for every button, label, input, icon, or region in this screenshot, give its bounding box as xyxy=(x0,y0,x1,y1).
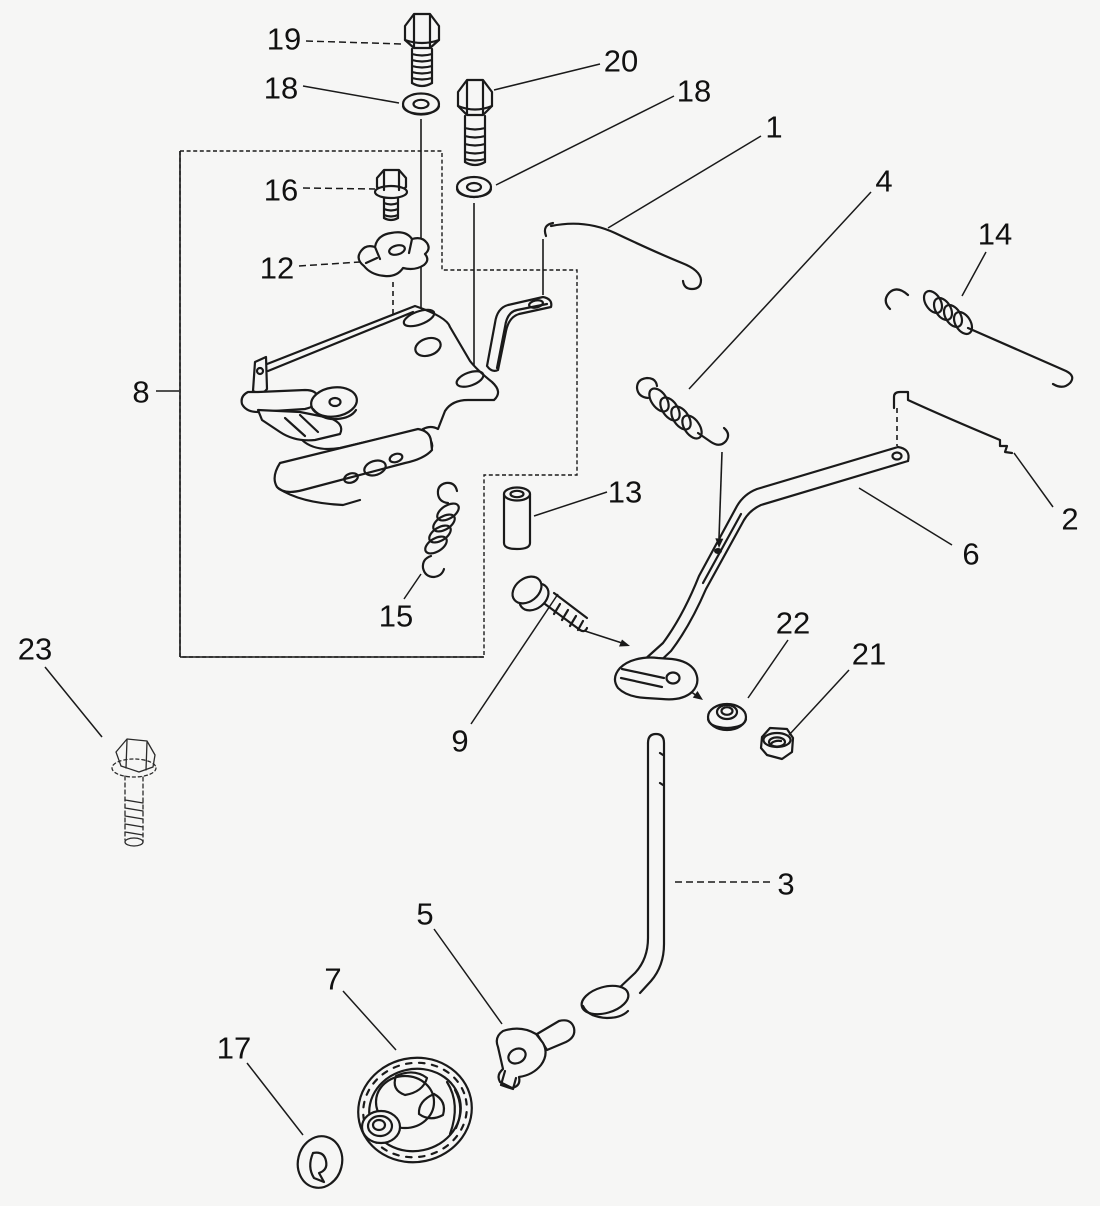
callout-number: 6 xyxy=(962,537,979,572)
part-3-cross-shaft xyxy=(580,732,666,1020)
callout-22-15: 22 xyxy=(747,606,810,699)
callout-number: 23 xyxy=(18,632,52,667)
callout-number: 5 xyxy=(416,897,433,932)
callout-leader-line xyxy=(961,251,987,297)
callout-leader-line xyxy=(493,63,601,91)
part-21-hex-nut xyxy=(759,726,795,761)
part-12-clip-bracket xyxy=(357,231,430,278)
callout-leader-line xyxy=(858,487,953,546)
callout-number: 21 xyxy=(852,637,886,672)
callout-number: 18 xyxy=(677,74,711,109)
callout-2-10: 2 xyxy=(1013,452,1079,537)
part-16-flange-bolt xyxy=(373,168,409,222)
part-6-governor-lever xyxy=(613,445,910,701)
callout-1-7: 1 xyxy=(607,110,783,229)
callout-23-17: 23 xyxy=(18,632,103,738)
callout-9-14: 9 xyxy=(451,593,559,759)
callout-number: 13 xyxy=(608,475,642,510)
callout-leader-line xyxy=(495,95,675,186)
callout-leader-line xyxy=(246,1062,304,1136)
callout-number: 16 xyxy=(264,173,298,208)
callout-18-1: 18 xyxy=(264,71,400,106)
part-8-control-bracket xyxy=(240,295,553,507)
part-18-washer-left xyxy=(401,92,441,116)
callout-15-13: 15 xyxy=(379,573,422,634)
callout-17-21: 17 xyxy=(217,1031,304,1136)
part-9-shoulder-screw xyxy=(511,575,589,633)
callout-leader-line xyxy=(433,928,503,1025)
callout-number: 14 xyxy=(978,217,1012,252)
callout-leader-line xyxy=(302,187,376,190)
callout-leader-line xyxy=(747,639,789,699)
callout-leader-line xyxy=(1013,452,1054,508)
callout-leader-line xyxy=(533,491,608,517)
callout-leader-line xyxy=(305,40,403,45)
part-7-governor-gear xyxy=(357,1056,473,1164)
callout-number: 1 xyxy=(765,110,782,145)
callout-number: 18 xyxy=(264,71,298,106)
callout-6-11: 6 xyxy=(858,487,980,572)
part-2-link-wire xyxy=(892,390,1014,455)
callout-number: 3 xyxy=(777,867,794,902)
part-20-hex-bolt xyxy=(456,78,494,167)
callout-number: 15 xyxy=(379,599,413,634)
callout-14-9: 14 xyxy=(961,217,1012,297)
callout-20-2: 20 xyxy=(493,44,638,91)
part-8-boundary-box xyxy=(179,150,578,658)
part-18-washer-right xyxy=(455,175,493,199)
callout-leader-line xyxy=(44,666,103,738)
callout-4-8: 4 xyxy=(688,164,893,390)
callout-leader-line xyxy=(403,573,422,600)
callout-number: 2 xyxy=(1061,502,1078,537)
callout-5-19: 5 xyxy=(416,897,503,1025)
callout-3-18: 3 xyxy=(674,867,795,902)
callout-number: 12 xyxy=(260,251,294,286)
callout-8-6: 8 xyxy=(132,375,179,410)
callout-number: 4 xyxy=(875,164,892,199)
callout-number: 9 xyxy=(451,724,468,759)
part-19-hex-bolt xyxy=(403,12,441,88)
callout-leader-line xyxy=(470,593,559,725)
callout-leader-line xyxy=(342,990,397,1051)
callout-leader-line xyxy=(302,85,400,104)
part-5-shaft-cam xyxy=(495,1019,576,1091)
callout-leader-line xyxy=(788,669,850,736)
part-14-spring xyxy=(884,288,1074,388)
part-13-spacer xyxy=(502,486,532,551)
callout-18-3: 18 xyxy=(495,74,711,186)
callout-12-5: 12 xyxy=(260,251,361,286)
part-22-bushing-washer xyxy=(706,702,748,732)
callout-number: 8 xyxy=(132,375,149,410)
callout-number: 7 xyxy=(324,962,341,997)
callout-number: 20 xyxy=(604,44,638,79)
part-17-drive-disc xyxy=(296,1135,344,1189)
callout-13-12: 13 xyxy=(533,475,642,517)
callout-leader-line xyxy=(607,135,762,229)
callout-number: 17 xyxy=(217,1031,251,1066)
part-1-link-wire xyxy=(543,221,703,291)
callout-number: 22 xyxy=(776,606,810,641)
part-15-spring xyxy=(421,481,460,579)
callout-16-4: 16 xyxy=(264,173,376,208)
callout-7-20: 7 xyxy=(324,962,397,1051)
callout-leader-line xyxy=(688,191,872,390)
part-4-spring xyxy=(635,376,730,446)
part-23-hex-bolt xyxy=(111,738,157,847)
callout-number: 19 xyxy=(267,22,301,57)
callout-21-16: 21 xyxy=(788,637,886,736)
callout-19-0: 19 xyxy=(267,22,403,57)
callout-leader-line xyxy=(298,261,361,267)
